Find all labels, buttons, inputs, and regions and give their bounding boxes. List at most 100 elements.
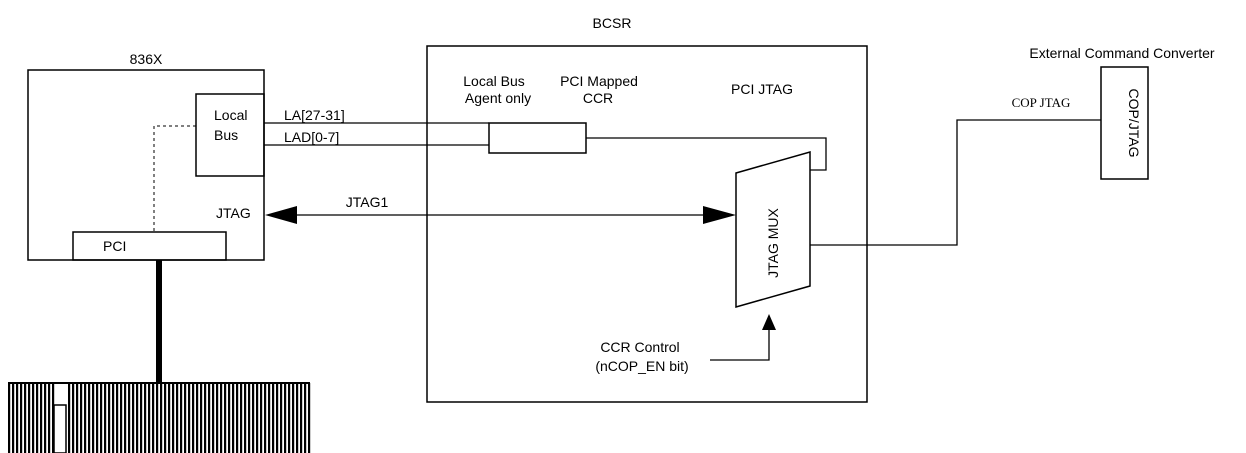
internal-dashed-link (153, 125, 196, 232)
pci-card-finger (248, 383, 251, 453)
pci-card-finger (240, 383, 243, 453)
bcsr-block (426, 45, 868, 403)
pci-card-finger (156, 383, 159, 453)
pci-card-finger (216, 383, 219, 453)
pci-card-finger (16, 383, 19, 453)
la-bus-label: LA[27-31] (284, 107, 345, 123)
pci-card-finger (232, 383, 235, 453)
pci-card-finger (304, 383, 307, 453)
pci-card-finger (292, 383, 295, 453)
ccr-control-line (710, 328, 770, 361)
local-bus-label-line1: Local (214, 107, 247, 123)
pci-card-finger (116, 383, 119, 453)
pci-label: PCI (103, 238, 126, 254)
pci-card-finger (48, 383, 51, 453)
pci-card-finger (256, 383, 259, 453)
cop-jtag-box-label: COP/JTAG (1126, 89, 1142, 158)
pci-card-finger (188, 383, 191, 453)
pci-card-finger (212, 383, 215, 453)
pci-card-finger (88, 383, 91, 453)
mux-to-cop-line (810, 119, 1101, 246)
ccr-register (488, 122, 587, 154)
pci-card-finger (120, 383, 123, 453)
pci-card-finger (168, 383, 171, 453)
pci-card-finger (204, 383, 207, 453)
pci-card-finger (308, 383, 311, 453)
pci-card-finger (160, 383, 163, 453)
pci-card-finger (40, 383, 43, 453)
agent-label-line2: Agent only (465, 90, 531, 106)
jtag1-arrowhead-right (703, 206, 736, 224)
pci-card-finger (220, 383, 223, 453)
pci-card-finger (108, 383, 111, 453)
jtag1-label: JTAG1 (346, 194, 389, 210)
pci-card-finger (144, 383, 147, 453)
pci-card-finger (72, 383, 75, 453)
pci-card-finger (276, 383, 279, 453)
pci-jtag-label: PCI JTAG (731, 81, 793, 97)
pci-card-finger (180, 383, 183, 453)
pci-card-finger (184, 383, 187, 453)
pci-card-finger (96, 383, 99, 453)
bcsr-title: BCSR (593, 15, 632, 31)
pci-card-finger (264, 383, 267, 453)
jtag-port-label: JTAG (216, 205, 251, 221)
pci-card-finger (244, 383, 247, 453)
local-bus-block (195, 93, 265, 177)
ccr-label-line1: PCI Mapped (560, 73, 638, 89)
pci-card-finger (12, 383, 15, 453)
lad-bus-label: LAD[0-7] (284, 129, 339, 145)
pci-card-finger (252, 383, 255, 453)
pci-card-finger (148, 383, 151, 453)
pci-card-finger (124, 383, 127, 453)
pci-card-finger (140, 383, 143, 453)
pci-card-finger (128, 383, 131, 453)
pci-card-finger (44, 383, 47, 453)
pci-card-finger (28, 383, 31, 453)
ccr-to-mux-line (586, 137, 827, 171)
cop-jtag-label: COP JTAG (1012, 95, 1071, 110)
pci-card-finger (152, 383, 155, 453)
ccr-control-label-line1: CCR Control (600, 339, 679, 355)
agent-label-line1: Local Bus (463, 73, 524, 89)
jtag1-arrowhead-left (265, 206, 297, 224)
pci-card-finger (296, 383, 299, 453)
pci-card-finger (228, 383, 231, 453)
pci-card-key-notch (53, 404, 67, 453)
pci-card-finger (284, 383, 287, 453)
pci-card-finger (236, 383, 239, 453)
pci-card-finger (104, 383, 107, 453)
pci-card-finger (32, 383, 35, 453)
pci-block (72, 231, 227, 261)
pci-card-finger (80, 383, 83, 453)
pci-card-finger (272, 383, 275, 453)
pci-card-finger (52, 383, 55, 453)
pci-card-finger (8, 383, 11, 453)
pci-card-finger (92, 383, 95, 453)
pci-card-finger (100, 383, 103, 453)
pci-card-finger (268, 383, 271, 453)
pci-card-finger (136, 383, 139, 453)
pci-card-finger (68, 383, 71, 453)
jtag-mux (735, 151, 811, 308)
pci-card-finger (36, 383, 39, 453)
pci-card-finger (84, 383, 87, 453)
pci-card-finger (300, 383, 303, 453)
pci-card-finger (176, 383, 179, 453)
pci-card-finger (288, 383, 291, 453)
pci-card-finger (208, 383, 211, 453)
pci-card-finger (20, 383, 23, 453)
pci-card-finger (112, 383, 115, 453)
local-bus-label-line2: Bus (214, 127, 238, 143)
pci-card-finger (24, 383, 27, 453)
cop-jtag-box (1100, 66, 1149, 180)
pci-card-finger (280, 383, 283, 453)
pci-card-finger (200, 383, 203, 453)
pci-card-finger (192, 383, 195, 453)
pci-card-finger (260, 383, 263, 453)
chip-title: 836X (130, 51, 163, 67)
ccr-control-arrowhead (762, 314, 776, 330)
pci-edge-connector (8, 382, 311, 453)
jtag-mux-label: JTAG MUX (765, 207, 781, 277)
